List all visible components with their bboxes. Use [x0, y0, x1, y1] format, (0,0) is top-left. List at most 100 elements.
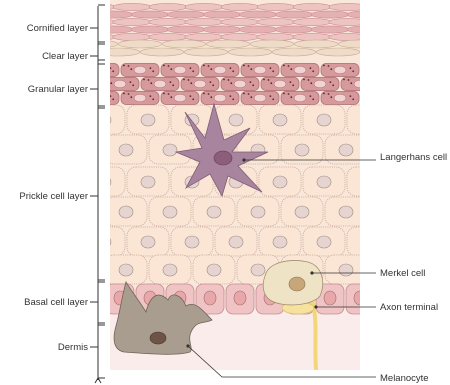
- cornified-cell: [293, 3, 331, 10]
- granular-cell-nucleus: [134, 66, 146, 74]
- prickle-cell-nucleus: [317, 236, 331, 248]
- cornified-cell: [275, 26, 313, 33]
- keratohyalin-granule: [350, 67, 352, 69]
- cornified-cell: [185, 18, 223, 25]
- cornified-cell: [221, 33, 259, 40]
- cornified-cell: [95, 26, 133, 33]
- label-axon-terminal: Axon terminal: [380, 302, 438, 313]
- basal-cell-nucleus: [324, 291, 336, 305]
- cornified-cell: [113, 33, 151, 40]
- keratohyalin-granule: [312, 98, 314, 100]
- prickle-cell: [347, 227, 389, 256]
- prickle-cell-nucleus: [141, 236, 155, 248]
- keratohyalin-granule: [152, 70, 154, 72]
- prickle-cell-nucleus: [163, 144, 177, 156]
- keratohyalin-granule: [130, 96, 132, 98]
- prickle-cell-nucleus: [361, 236, 375, 248]
- cornified-cell: [257, 3, 295, 10]
- granular-cell-nucleus: [254, 94, 266, 102]
- keratohyalin-granule: [208, 93, 210, 95]
- keratohyalin-granule: [132, 84, 134, 86]
- cornified-cell: [293, 18, 331, 25]
- label-prickle-cell-layer: Prickle cell layer: [19, 191, 88, 202]
- cornified-cell: [347, 26, 385, 33]
- label-melanocyte: Melanocyte: [380, 373, 429, 384]
- langerhans-cell-nucleus: [214, 151, 232, 165]
- prickle-cell: [83, 227, 125, 256]
- cornified-cell: [257, 18, 295, 25]
- cornified-cell: [329, 33, 367, 40]
- keratohyalin-granule: [110, 82, 112, 84]
- keratohyalin-granule: [170, 81, 172, 83]
- granular-cell-nucleus: [194, 80, 206, 88]
- keratohyalin-granule: [308, 79, 310, 81]
- prickle-cell-nucleus: [163, 206, 177, 218]
- prickle-cell-nucleus: [273, 176, 287, 188]
- keratohyalin-granule: [128, 93, 130, 95]
- cornified-cell: [239, 26, 277, 33]
- prickle-cell-nucleus: [207, 206, 221, 218]
- granular-cell-nucleus: [94, 66, 106, 74]
- keratohyalin-granule: [168, 65, 170, 67]
- keratohyalin-granule: [268, 79, 270, 81]
- keratohyalin-granule: [250, 96, 252, 98]
- prickle-cell-nucleus: [317, 114, 331, 126]
- granular-cell-nucleus: [334, 94, 346, 102]
- keratohyalin-granule: [310, 95, 312, 97]
- keratohyalin-granule: [243, 93, 245, 95]
- keratohyalin-granule: [263, 79, 265, 81]
- prickle-cell-nucleus: [251, 264, 265, 276]
- cornified-cell: [275, 11, 313, 18]
- keratohyalin-granule: [170, 68, 172, 70]
- keratohyalin-granule: [350, 82, 352, 84]
- keratohyalin-granule: [190, 82, 192, 84]
- clear-cell: [184, 48, 228, 56]
- cornified-cell: [149, 18, 187, 25]
- keratohyalin-granule: [328, 65, 330, 67]
- keratohyalin-granule: [210, 96, 212, 98]
- cornified-cell: [221, 18, 259, 25]
- prickle-cell-nucleus: [163, 264, 177, 276]
- keratohyalin-granule: [212, 84, 214, 86]
- keratohyalin-granule: [230, 82, 232, 84]
- granular-cell-nucleus: [114, 80, 126, 88]
- keratohyalin-granule: [168, 93, 170, 95]
- keratohyalin-granule: [310, 67, 312, 69]
- cornified-cell: [149, 33, 187, 40]
- keratohyalin-granule: [208, 65, 210, 67]
- keratohyalin-granule: [290, 81, 292, 83]
- keratohyalin-granule: [210, 81, 212, 83]
- prickle-cell: [347, 105, 389, 134]
- clear-cell: [250, 40, 294, 48]
- cornified-cell: [347, 11, 385, 18]
- prickle-cell-nucleus: [339, 206, 353, 218]
- prickle-cell-nucleus: [97, 236, 111, 248]
- keratohyalin-granule: [310, 82, 312, 84]
- cornified-cell: [203, 26, 241, 33]
- prickle-cell-nucleus: [295, 144, 309, 156]
- keratohyalin-granule: [312, 70, 314, 72]
- keratohyalin-granule: [108, 79, 110, 81]
- clear-cell: [74, 40, 118, 48]
- granular-cell-nucleus: [214, 66, 226, 74]
- label-granular-layer: Granular layer: [28, 84, 88, 95]
- keratohyalin-granule: [323, 93, 325, 95]
- axis-arrow: [95, 378, 101, 383]
- keratohyalin-granule: [290, 68, 292, 70]
- prickle-cell-nucleus: [229, 114, 243, 126]
- cornified-cell: [113, 18, 151, 25]
- prickle-cell-nucleus: [361, 114, 375, 126]
- keratohyalin-granule: [228, 79, 230, 81]
- prickle-cell-nucleus: [295, 206, 309, 218]
- prickle-cell: [83, 105, 125, 134]
- granular-layer-cells: [81, 64, 379, 105]
- granular-cell-nucleus: [294, 66, 306, 74]
- keratohyalin-granule: [332, 84, 334, 86]
- keratohyalin-granule: [88, 65, 90, 67]
- keratohyalin-granule: [210, 68, 212, 70]
- prickle-cell-nucleus: [119, 206, 133, 218]
- granular-cell-nucleus: [354, 80, 366, 88]
- granular-cell-nucleus: [154, 80, 166, 88]
- keratohyalin-granule: [103, 79, 105, 81]
